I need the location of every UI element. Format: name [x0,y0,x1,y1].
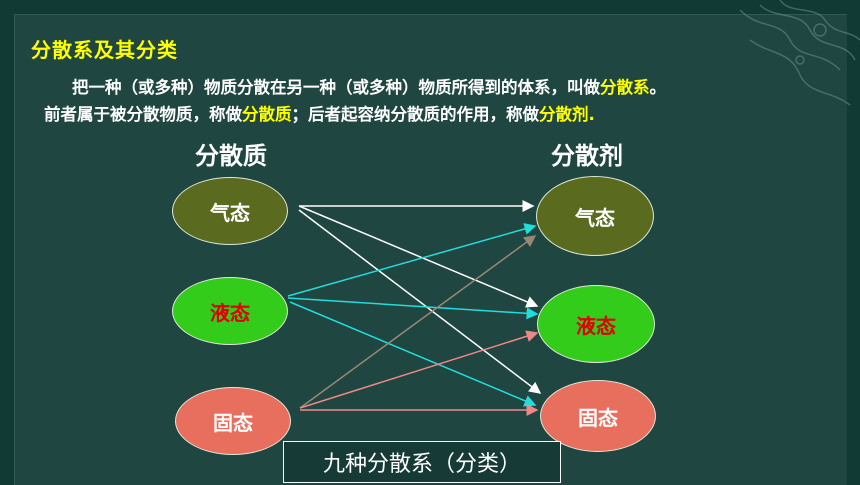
medium-liquid-node: 液态 [537,285,655,363]
node-label: 固态 [213,410,253,435]
caption-box: 九种分散系（分类） [283,441,561,483]
definition-punct: . [588,105,595,124]
definition-paragraph: 把一种（或多种）物质分散在另一种（或多种）物质所得到的体系，叫做分散系。 前者属… [44,74,844,128]
dispersed-gas-node: 气态 [172,177,288,245]
dragon-ornament-icon [739,0,860,106]
node-label: 液态 [576,313,616,338]
node-label: 液态 [210,300,250,325]
definition-line-1: 把一种（或多种）物质分散在另一种（或多种）物质所得到的体系，叫做分散系。 [44,74,844,101]
content-frame [14,14,847,485]
arrow-solid-gas [299,235,537,409]
node-label: 固态 [578,405,618,430]
arrow-liquid-liquid [287,297,539,320]
node-label: 气态 [210,200,250,225]
slide-heading: 分散系及其分类 [31,38,178,62]
dispersion-medium-title: 分散剂 [551,142,623,170]
dispersed-liquid-node: 液态 [172,277,288,345]
arrow-gas-solid [298,209,542,394]
term-dispersed-phase: 分散质 [242,105,292,124]
term-dispersion-system: 分散系 [600,78,650,97]
dispersed-phase-title: 分散质 [195,142,267,170]
arrow-liquid-gas [287,223,537,297]
definition-text: 前者属于被分散物质，称做 [44,105,242,124]
arrow-liquid-solid [289,301,537,407]
arrow-solid-liquid [299,330,539,409]
node-label: 气态 [575,205,615,230]
arrow-gas-liquid [298,205,539,308]
definition-punct: 。 [649,78,667,97]
dispersed-solid-node: 固态 [175,387,291,455]
caption-text: 九种分散系（分类） [322,452,521,477]
medium-solid-node: 固态 [540,380,656,452]
term-dispersion-medium: 分散剂 [539,105,589,124]
definition-line-2: 前者属于被分散物质，称做分散质；后者起容纳分散质的作用，称做分散剂. [44,101,844,128]
medium-gas-node: 气态 [536,176,654,256]
definition-text: 把一种（或多种）物质分散在另一种（或多种）物质所得到的体系，叫做 [72,78,600,97]
definition-text: ；后者起容纳分散质的作用，称做 [291,105,540,124]
